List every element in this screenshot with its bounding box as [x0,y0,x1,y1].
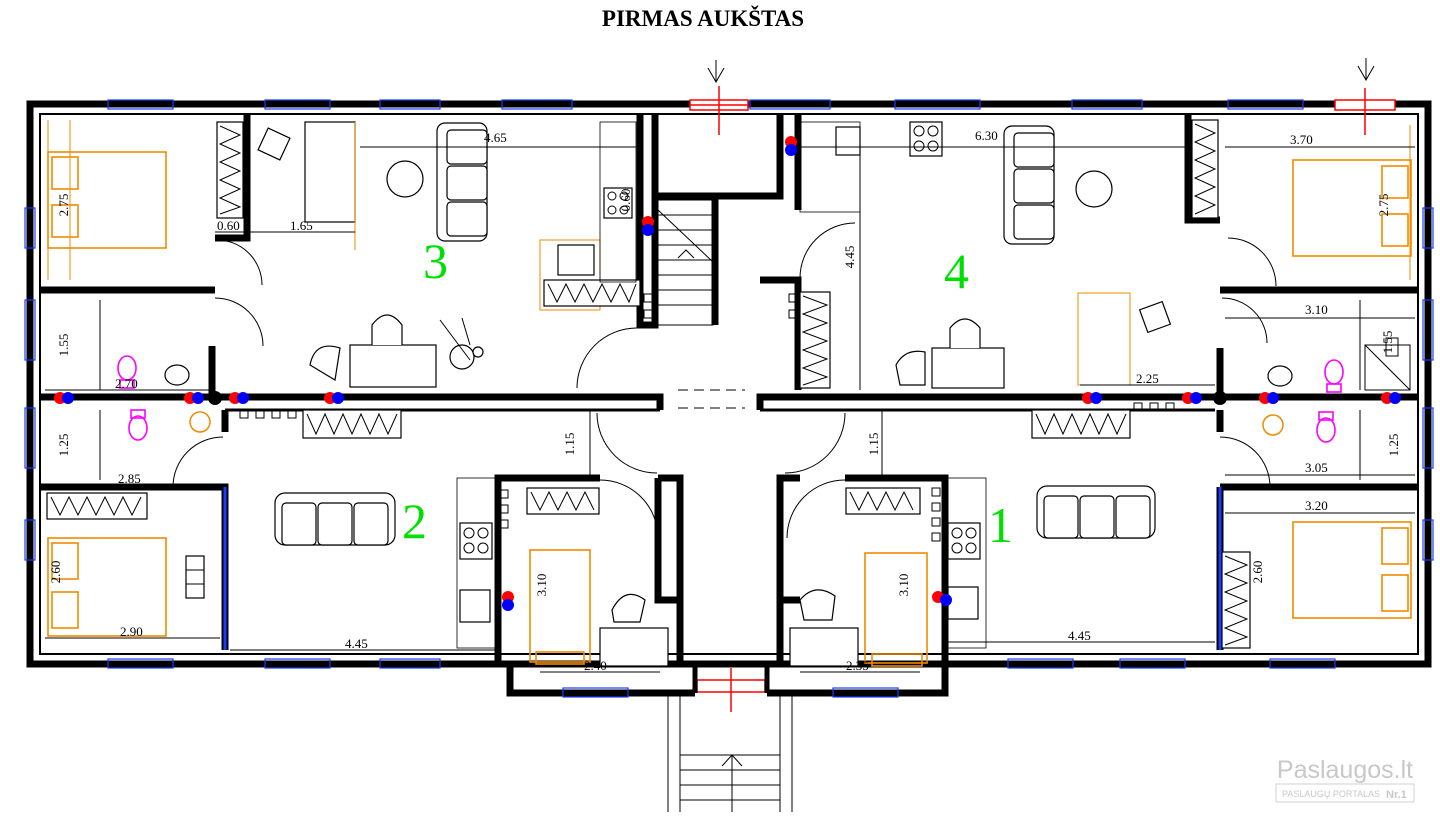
vent-squares [239,293,1175,542]
kitchen-table-apt4 [1077,292,1131,386]
desk-small-2 [599,593,669,667]
door-swings [172,222,1277,539]
dimension-label: 3.70 [1290,132,1313,147]
corridor-opening [678,389,745,409]
dimension-label: 4.45 [842,246,857,269]
shower-icon [1364,337,1411,391]
desk-small-1 [789,589,859,667]
bed-apt3 [47,120,167,280]
round-table [386,160,424,198]
staircase [657,199,714,326]
dimension-label: 4.65 [484,130,507,145]
dimension-label: 2.75 [56,194,71,217]
watermark: Paslaugos.lt PASLAUGŲ PORTALAS Nr.1 [1275,756,1415,803]
sofa-apt1 [1036,485,1156,539]
dimension-label: 3.10 [1305,302,1328,317]
wardrobes [46,119,1251,649]
dimension-label: 2.75 [1376,194,1391,217]
dimension-label: 2.70 [115,376,138,391]
watermark-brand: Paslaugos.lt [1277,756,1413,784]
dimension-label: 3.05 [1305,460,1328,475]
dimension-label: 3.10 [534,574,549,597]
dimension-lines [45,146,1415,673]
washbasin-icon [164,364,1293,387]
stove-icon [459,522,493,560]
dimension-label: 1.55 [1380,331,1395,354]
desk-apt4 [931,318,1005,389]
outer-walls [26,100,1432,697]
dimension-label: 0.60 [217,218,240,233]
armchair [309,345,926,386]
stove-icon [909,121,943,157]
dimension-label: 2.90 [120,624,143,639]
entrance-arrow-icon [707,60,725,84]
sofa-apt3 [436,122,488,242]
desk-apt3 [349,314,437,388]
sofa-apt4 [1003,125,1055,245]
office-chair [257,127,1172,334]
dimension-label: 0.60 [618,189,633,212]
dimension-label: 1.25 [1386,434,1401,457]
entrance-door-top [689,86,749,135]
apartment-number: 1 [988,497,1013,553]
dimension-label: 3.10 [896,574,911,597]
stove-icon [603,187,633,219]
dimension-label: 1.25 [56,434,71,457]
radiator-icon [185,555,205,599]
watermark-tagline: PASLAUGŲ PORTALAS [1282,789,1380,799]
plan-title: PIRMAS AUKŠTAS [602,5,804,31]
dimension-label: 1.55 [56,334,71,357]
sink-icon [459,126,979,623]
entrance-arrow-icon [1357,58,1375,82]
bed-apt4 [1292,125,1412,280]
entrance-door-bottom [696,668,766,712]
dimension-label: 1.15 [562,433,577,456]
apartment-number: 3 [423,233,448,289]
stove-icon [947,522,981,560]
bed-apt1 [1292,521,1412,619]
boiler-icon [189,411,1284,436]
entrance-door-top-right [1334,88,1396,135]
apartment-number: 2 [402,493,427,549]
sofa-apt2 [274,492,396,546]
dimension-label: 2.60 [48,561,63,584]
dimension-label: 3.20 [1305,498,1328,513]
dimension-label: 1.65 [290,218,313,233]
dimension-label: 2.60 [1250,561,1265,584]
bed-small-2 [529,549,591,665]
apartment-number: 4 [944,243,969,299]
bed-small-1 [864,552,928,667]
round-table [1075,170,1113,208]
cabinet [304,121,356,250]
wheelchair-icon [439,317,484,370]
watermark-badge: Nr.1 [1386,789,1407,801]
dimension-label: 1.15 [866,433,881,456]
dimension-label: 2.85 [118,471,141,486]
interior-walls [40,114,1418,693]
windows [24,99,1434,698]
dimension-label: 6.30 [975,128,998,143]
bed-apt2 [47,537,167,637]
dimension-label: 4.45 [1068,628,1091,643]
toilet-icon [117,355,1344,443]
dimension-label: 2.40 [584,658,607,673]
dimension-label: 4.45 [345,636,368,651]
dimension-label: 2.25 [1136,371,1159,386]
pipe-risers [54,136,1401,611]
entrance-steps [667,693,793,812]
dimension-label: 2.35 [846,658,869,673]
